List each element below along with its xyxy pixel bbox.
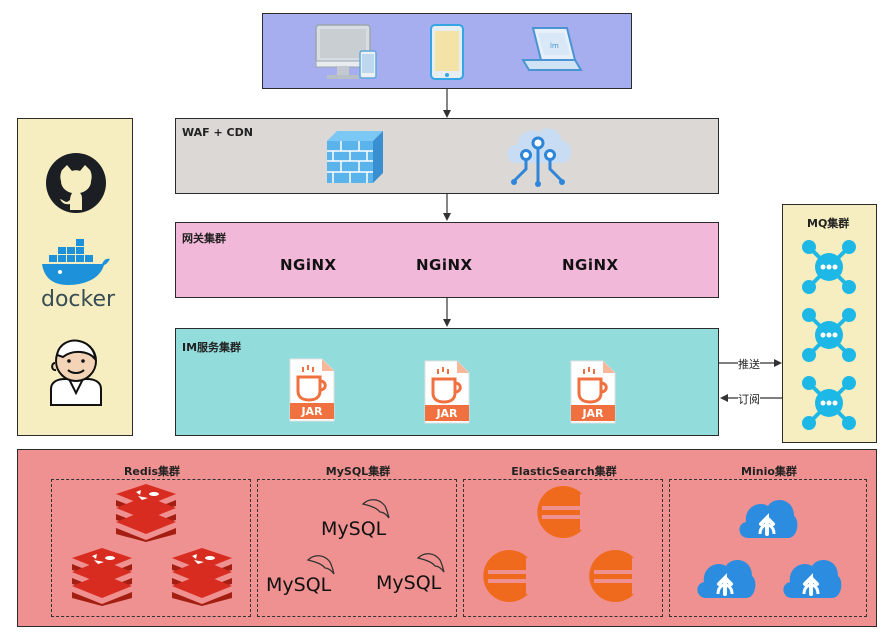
arrow-clients-waf (443, 89, 451, 118)
minio-icon (697, 560, 756, 598)
elasticsearch-icon (483, 550, 538, 602)
docker-text: docker (41, 287, 116, 312)
nginx-node: NGiNX (562, 256, 619, 274)
redis-cluster-label: Redis集群 (123, 465, 181, 478)
jar-label: JAR (435, 407, 458, 420)
mysql-cluster-label: MySQL集群 (325, 465, 391, 478)
redis-icon (172, 548, 232, 606)
dolphin-icon (416, 553, 445, 573)
subscribe-label: 订阅 (738, 391, 760, 407)
mysql-logo-text: MySQL (376, 572, 442, 594)
arrow-gateway-im (443, 298, 451, 327)
dolphin-icon (361, 499, 390, 519)
mq-cluster-label: MQ集群 (807, 217, 850, 230)
cloud-network-icon (507, 128, 571, 187)
mq-node-icon (802, 240, 856, 294)
mysql-logo-text: MySQL (321, 518, 387, 540)
push-label: 推送 (738, 356, 760, 372)
minio-icon (783, 560, 842, 598)
minio-icon (739, 500, 798, 538)
dolphin-icon (306, 555, 335, 575)
jar-label: JAR (581, 407, 604, 420)
gateway-layer: 网关集群 NGiNX NGiNX NGiNX (175, 222, 719, 298)
elasticsearch-icon (537, 486, 592, 538)
docker-icon (42, 239, 110, 285)
im-service-layer: IM服务集群 JAR JAR JAR (175, 328, 719, 436)
jenkins-icon (50, 339, 102, 406)
mq-node-icon (802, 308, 856, 362)
waf-cdn-label: WAF + CDN (182, 126, 253, 139)
laptop-icon: lm (521, 27, 583, 71)
redis-icon (72, 548, 132, 606)
mq-cluster-panel: MQ集群 (782, 204, 877, 443)
jar-file-icon: JAR (570, 360, 616, 424)
nginx-node: NGiNX (280, 256, 337, 274)
arrow-waf-gateway (443, 194, 451, 221)
minio-cluster: Minio集群 (669, 465, 867, 617)
im-service-label: IM服务集群 (182, 341, 242, 354)
clients-layer: lm (262, 13, 632, 89)
redis-icon (116, 484, 176, 542)
jar-file-icon: JAR (424, 360, 470, 424)
mysql-logo-text: MySQL (266, 574, 332, 596)
elasticsearch-icon (589, 550, 644, 602)
devops-panel: docker (17, 118, 133, 436)
storage-layer: Redis集群 MySQL集群 MySQL MySQL MySQL (17, 449, 877, 627)
minio-cluster-label: Minio集群 (741, 465, 797, 478)
svg-text:lm: lm (550, 42, 559, 50)
mq-node-icon (802, 376, 856, 430)
jar-file-icon: JAR (289, 358, 335, 422)
mysql-cluster: MySQL集群 MySQL MySQL MySQL (257, 465, 457, 617)
elasticsearch-cluster: ElasticSearch集群 (463, 465, 663, 617)
gateway-label: 网关集群 (182, 232, 226, 245)
desktop-icon (315, 24, 377, 79)
firewall-icon (327, 131, 383, 183)
jar-label: JAR (300, 405, 323, 418)
nginx-node: NGiNX (416, 256, 473, 274)
elasticsearch-cluster-label: ElasticSearch集群 (511, 465, 617, 478)
waf-cdn-layer: WAF + CDN (175, 118, 719, 194)
github-icon (46, 153, 106, 213)
redis-cluster: Redis集群 (51, 465, 251, 617)
tablet-icon (430, 24, 464, 80)
